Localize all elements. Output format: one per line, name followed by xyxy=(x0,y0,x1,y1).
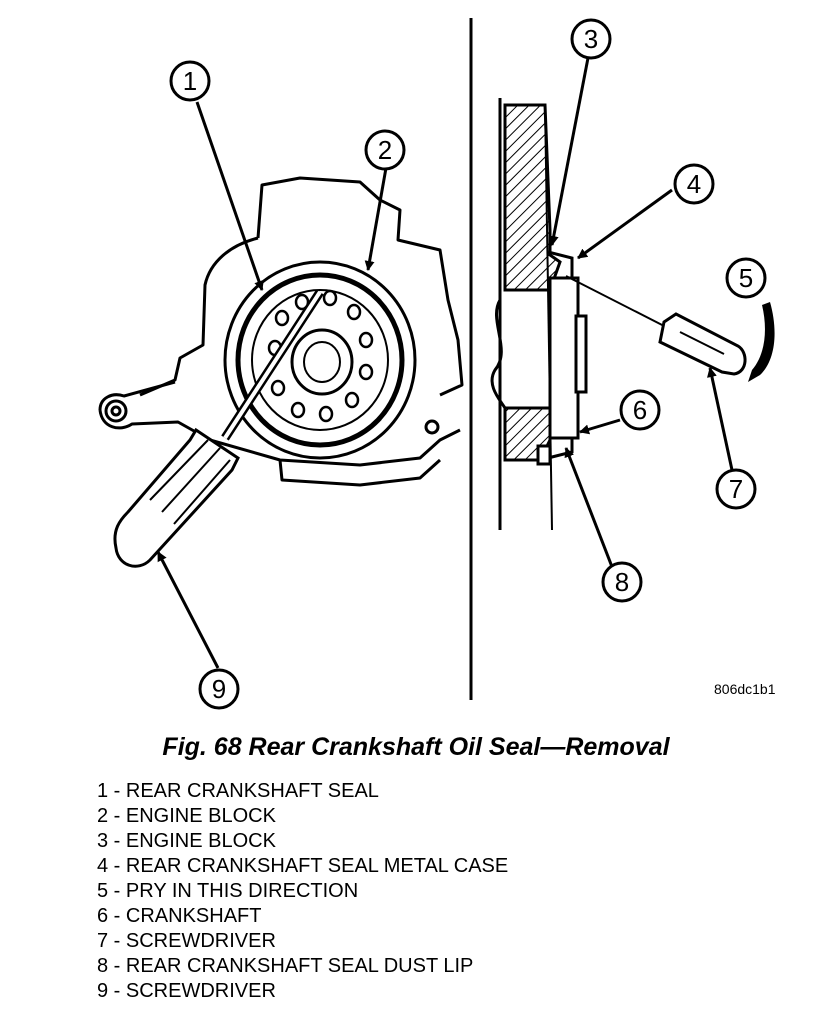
callout-3: 3 xyxy=(570,18,612,60)
callout-9: 9 xyxy=(198,668,240,710)
cross-section-drawing xyxy=(490,98,588,531)
svg-text:4: 4 xyxy=(687,169,701,199)
callout-1: 1 xyxy=(169,60,211,102)
svg-text:5: 5 xyxy=(739,263,753,293)
svg-text:7: 7 xyxy=(729,474,743,504)
callout-8: 8 xyxy=(601,561,643,603)
callout-4: 4 xyxy=(673,163,715,205)
legend-item: 7 - SCREWDRIVER xyxy=(97,930,276,952)
seal-removal-diagram: 1 2 3 4 5 6 7 8 9 806dc1b1 xyxy=(98,18,776,710)
callout-leaders xyxy=(156,57,734,669)
legend-list: 1 - REAR CRANKSHAFT SEAL 2 - ENGINE BLOC… xyxy=(97,779,508,1004)
rear-crankshaft-seal-drawing xyxy=(223,260,417,460)
legend-item: 2 - ENGINE BLOCK xyxy=(97,805,276,827)
legend-item: 8 - REAR CRANKSHAFT SEAL DUST LIP xyxy=(97,955,474,977)
flange-bolt-holes xyxy=(267,289,374,423)
svg-text:1: 1 xyxy=(183,66,197,96)
callout-5: 5 xyxy=(725,257,767,299)
engine-block-drawing xyxy=(98,176,464,487)
svg-text:3: 3 xyxy=(584,24,598,54)
legend-item: 1 - REAR CRANKSHAFT SEAL xyxy=(97,780,379,802)
legend-item: 3 - ENGINE BLOCK xyxy=(97,830,276,852)
svg-text:2: 2 xyxy=(378,135,392,165)
legend-item: 5 - PRY IN THIS DIRECTION xyxy=(97,880,359,902)
screwdriver-right-drawing xyxy=(565,275,747,376)
callout-2: 2 xyxy=(364,129,406,171)
svg-text:6: 6 xyxy=(633,395,647,425)
screwdriver-left-drawing xyxy=(113,289,324,568)
legend-item: 6 - CRANKSHAFT xyxy=(97,905,262,927)
legend-item: 4 - REAR CRANKSHAFT SEAL METAL CASE xyxy=(97,855,509,877)
svg-text:9: 9 xyxy=(212,674,226,704)
callout-6: 6 xyxy=(619,389,661,431)
figure-caption: Fig. 68 Rear Crankshaft Oil Seal—Removal xyxy=(162,733,670,761)
figure-code: 806dc1b1 xyxy=(714,681,776,697)
pry-direction-arrow xyxy=(748,302,775,382)
svg-text:8: 8 xyxy=(615,567,629,597)
callout-7: 7 xyxy=(715,468,757,510)
legend-item: 9 - SCREWDRIVER xyxy=(97,980,276,1002)
